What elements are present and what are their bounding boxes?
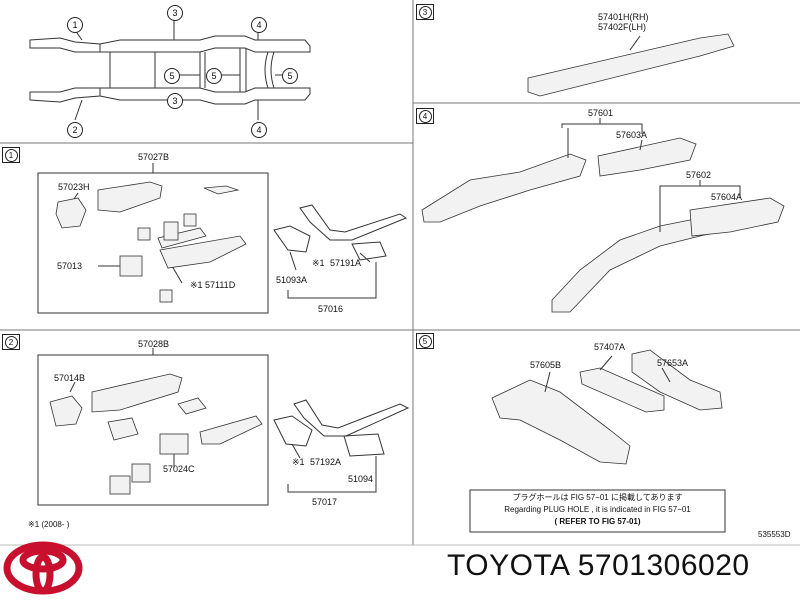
frame-callout-5-left: 5 bbox=[164, 68, 180, 84]
part-57603A: 57603A bbox=[616, 130, 648, 140]
frame-callout-4-top: 4 bbox=[251, 17, 267, 33]
part-57604A: 57604A bbox=[711, 192, 743, 202]
mark-note-191: ※1 bbox=[312, 258, 325, 268]
part-57023H: 57023H bbox=[58, 182, 90, 192]
brand-part-title: TOYOTA 5701306020 bbox=[447, 549, 750, 582]
plug-note-ref: ( REFER TO FIG 57-01) bbox=[554, 517, 641, 526]
part-57016: 57016 bbox=[318, 304, 344, 314]
section1-parts bbox=[55, 181, 247, 303]
section3-marker: 3 bbox=[416, 4, 434, 20]
part-57605B: 57605B bbox=[530, 360, 562, 370]
section4-marker: 4 bbox=[416, 108, 434, 124]
part-57192A: 57192A bbox=[310, 457, 342, 467]
part-57407A: 57407A bbox=[594, 342, 626, 352]
part-57653A: 57653A bbox=[657, 358, 689, 368]
footnote: ※1 (2008- ) bbox=[28, 520, 70, 529]
part-57402F: 57402F(LH) bbox=[598, 22, 647, 32]
frame-callout-1-top: 1 bbox=[67, 17, 83, 33]
plug-note-jp: プラグホールは FIG 57−01 に掲載してあります bbox=[512, 493, 683, 502]
part-57111D: 57111D bbox=[205, 280, 236, 290]
frame-callout-4-bottom: 4 bbox=[251, 122, 267, 138]
mark-note-111: ※1 bbox=[190, 280, 203, 290]
part-57013: 57013 bbox=[57, 261, 83, 271]
part-57602: 57602 bbox=[686, 170, 712, 180]
frame-callout-5-mid: 5 bbox=[206, 68, 222, 84]
part-57014B: 57014B bbox=[54, 373, 86, 383]
section2-box bbox=[37, 348, 410, 506]
section3-part bbox=[527, 33, 735, 97]
frame-callout-2-bottom: 2 bbox=[67, 122, 83, 138]
part-57028B: 57028B bbox=[138, 339, 170, 349]
toyota-logo-drawing bbox=[3, 541, 83, 595]
section2-parts bbox=[49, 373, 263, 495]
section4-parts bbox=[421, 137, 785, 313]
part-57017: 57017 bbox=[312, 497, 338, 507]
part-57401H: 57401H(RH) bbox=[598, 12, 649, 22]
frame-callout-5-right: 5 bbox=[282, 68, 298, 84]
diagram-code: 535553D bbox=[758, 530, 791, 539]
panel-dividers bbox=[0, 0, 800, 546]
frame-callout-3-top: 3 bbox=[167, 5, 183, 21]
part-51093A: 51093A bbox=[276, 275, 308, 285]
part-57027B: 57027B bbox=[138, 152, 170, 162]
section1-marker: 1 bbox=[2, 147, 20, 163]
part-51094: 51094 bbox=[348, 474, 374, 484]
plug-note-en: Regarding PLUG HOLE , it is indicated in… bbox=[504, 505, 691, 514]
part-57024C: 57024C bbox=[163, 464, 195, 474]
section1-box bbox=[37, 163, 408, 314]
section2-marker: 2 bbox=[2, 334, 20, 350]
frame-overview-drawing bbox=[29, 18, 311, 121]
section5-marker: 5 bbox=[416, 333, 434, 349]
section5-parts bbox=[491, 349, 723, 465]
frame-callout-3-bottom: 3 bbox=[167, 93, 183, 109]
part-57601: 57601 bbox=[588, 108, 614, 118]
part-57191A: 57191A bbox=[330, 258, 362, 268]
mark-note-192: ※1 bbox=[292, 457, 305, 467]
toyota-logo-icon bbox=[4, 544, 84, 594]
